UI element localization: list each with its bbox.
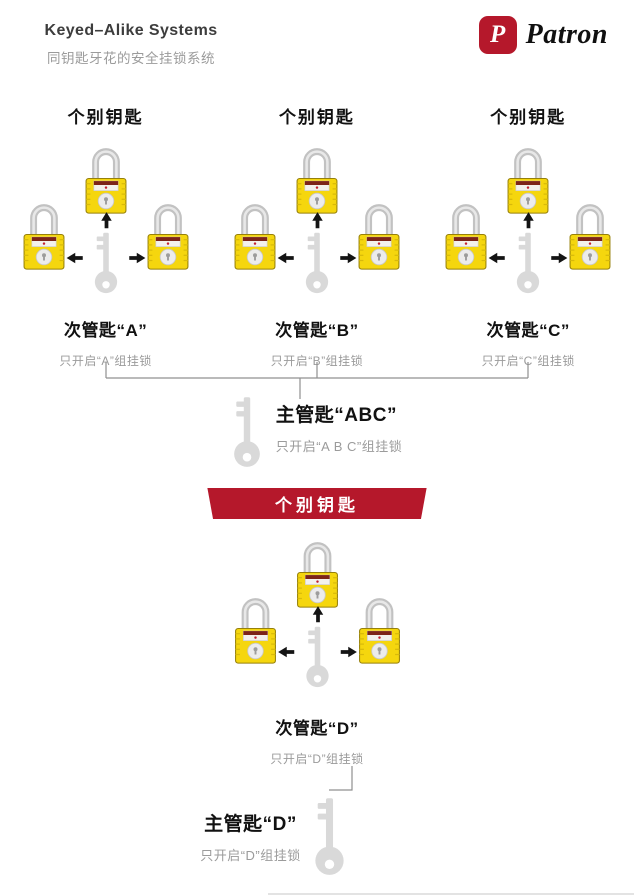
padlock-icon bbox=[291, 142, 343, 215]
master-abc-note: 只开启“A B C”组挂锁 bbox=[275, 439, 403, 454]
arrow-up-icon bbox=[523, 212, 535, 229]
brand-logo: P Patron bbox=[478, 16, 608, 54]
arrow-up-icon bbox=[100, 212, 112, 229]
padlock-icon bbox=[142, 198, 194, 271]
key-icon bbox=[515, 230, 541, 295]
padlock-icon bbox=[229, 198, 281, 271]
padlock-icon bbox=[440, 198, 492, 271]
arrow-up-icon bbox=[312, 606, 324, 623]
arrow-left-icon bbox=[66, 252, 83, 264]
individual-key-label: 个别钥匙 bbox=[67, 108, 144, 127]
master-key-abc: 主管匙“ABC” 只开启“A B C”组挂锁 bbox=[0, 394, 634, 469]
logo-letter: P bbox=[490, 21, 506, 48]
padlock-icon bbox=[18, 198, 70, 271]
key-icon bbox=[304, 230, 330, 295]
submaster-key-a-label: 次管匙“A” bbox=[64, 321, 148, 340]
master-abc-text: 主管匙“ABC” 只开启“A B C”组挂锁 bbox=[276, 394, 402, 455]
key-icon bbox=[304, 624, 330, 689]
brand-name: Patron bbox=[525, 19, 608, 50]
padlock-cluster-d bbox=[217, 536, 417, 704]
master-d-text: 主管匙“D” 只开启“D”组挂锁 bbox=[200, 809, 301, 864]
group-d: 次管匙“D” 只开启“D”组挂锁 bbox=[212, 536, 423, 767]
padlock-icon bbox=[564, 198, 616, 271]
padlock-icon bbox=[353, 198, 405, 271]
bracket-connector-d bbox=[329, 766, 353, 791]
key-icon bbox=[232, 394, 262, 469]
submaster-key-a-note: 只开启“A”组挂锁 bbox=[59, 354, 152, 368]
keyed-alike-groups-row: 个别钥匙 次管匙“A” 只开启“A”组挂锁 个别钥匙 bbox=[0, 103, 634, 369]
padlock-cluster-b bbox=[217, 142, 417, 310]
page-subtitle: 同钥匙牙花的安全挂锁系统 bbox=[47, 51, 215, 66]
padlock-icon bbox=[291, 536, 343, 609]
master-d-label: 主管匙“D” bbox=[204, 813, 297, 835]
padlock-icon bbox=[353, 592, 405, 665]
submaster-key-c-note: 只开启“C”组挂锁 bbox=[481, 354, 575, 368]
patron-logo-icon: P bbox=[478, 16, 517, 54]
master-key-d: 主管匙“D” 只开启“D”组挂锁 bbox=[0, 791, 590, 881]
arrow-left-icon bbox=[488, 252, 505, 264]
submaster-key-d-note: 只开启“D”组挂锁 bbox=[270, 752, 364, 766]
arrow-up-icon bbox=[311, 212, 323, 229]
arrow-right-icon bbox=[340, 252, 357, 264]
bracket-connector-abc bbox=[105, 362, 529, 399]
submaster-key-d-label: 次管匙“D” bbox=[275, 719, 359, 738]
individual-key-banner: 个别钥匙 bbox=[207, 488, 427, 519]
padlock-icon bbox=[229, 592, 281, 665]
master-d-note: 只开启“D”组挂锁 bbox=[200, 847, 301, 863]
padlock-cluster-c bbox=[428, 142, 628, 310]
submaster-key-b-label: 次管匙“B” bbox=[275, 321, 359, 340]
banner-label: 个别钥匙 bbox=[275, 496, 359, 515]
key-icon bbox=[93, 230, 119, 295]
individual-key-label: 个别钥匙 bbox=[490, 108, 567, 127]
arrow-right-icon bbox=[129, 252, 146, 264]
arrow-right-icon bbox=[551, 252, 568, 264]
group-b: 个别钥匙 次管匙“B” 只开启“B”组挂锁 bbox=[211, 103, 422, 369]
master-abc-label: 主管匙“ABC” bbox=[275, 405, 397, 426]
arrow-left-icon bbox=[277, 252, 294, 264]
group-a: 个别钥匙 次管匙“A” 只开启“A”组挂锁 bbox=[0, 103, 211, 369]
padlock-cluster-a bbox=[6, 142, 206, 310]
submaster-key-c-label: 次管匙“C” bbox=[486, 321, 570, 340]
padlock-icon bbox=[502, 142, 554, 215]
page-title: Keyed–Alike Systems bbox=[44, 22, 218, 39]
padlock-icon bbox=[80, 142, 132, 215]
submaster-key-b-note: 只开启“B”组挂锁 bbox=[270, 354, 364, 368]
arrow-right-icon bbox=[340, 646, 357, 658]
footer-divider bbox=[268, 893, 634, 895]
individual-key-label: 个别钥匙 bbox=[278, 108, 355, 127]
group-c: 个别钥匙 次管匙“C” 只开启“C”组挂锁 bbox=[423, 103, 634, 369]
header: Keyed–Alike Systems 同钥匙牙花的安全挂锁系统 bbox=[26, 22, 236, 67]
arrow-left-icon bbox=[277, 646, 294, 658]
key-icon bbox=[313, 791, 346, 881]
